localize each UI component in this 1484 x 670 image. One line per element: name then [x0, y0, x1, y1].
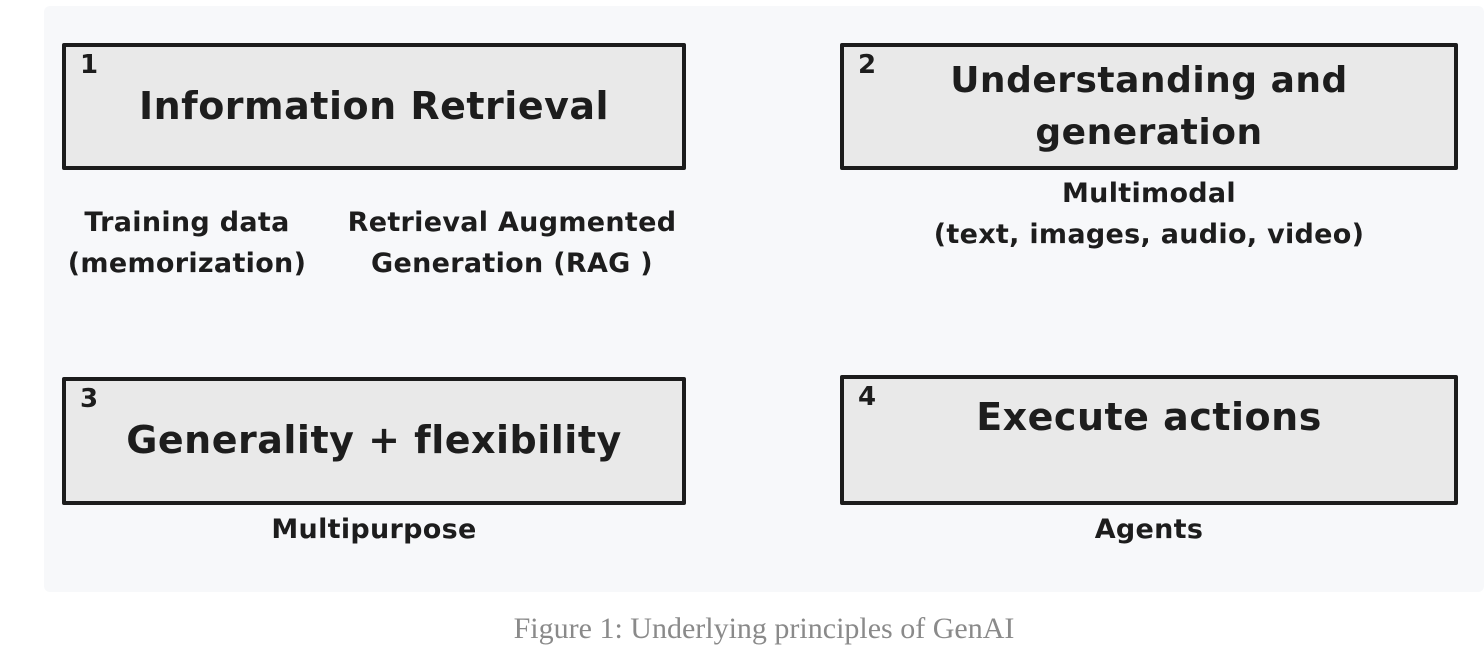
principle-box-execute-actions: 4 Execute actions: [840, 375, 1458, 505]
footnote-training-data: Training data (memorization): [62, 203, 312, 284]
footnote-agents: Agents: [840, 510, 1458, 551]
principle-box-understanding-generation: 2 Understanding and generation: [840, 43, 1458, 170]
principle-box-generality-flexibility: 3 Generality + flexibility: [62, 377, 686, 505]
principle-box-information-retrieval: 1 Information Retrieval: [62, 43, 686, 170]
footnote-line: Multimodal: [1062, 178, 1236, 209]
box-number: 2: [858, 50, 877, 80]
box-title: Generality + flexibility: [126, 418, 622, 463]
footnote-line: Multipurpose: [271, 514, 477, 545]
footnote-line: (memorization): [67, 247, 307, 279]
box-title: Understanding and generation: [950, 60, 1348, 153]
box-title: Information Retrieval: [138, 83, 610, 128]
footnote-line: Generation (RAG ): [371, 247, 653, 279]
box-number: 4: [858, 382, 877, 412]
footnote-line: Training data: [84, 207, 290, 238]
box-number: 3: [80, 384, 99, 414]
box-number: 1: [80, 50, 99, 80]
footnote-line: Retrieval Augmented: [347, 207, 677, 238]
box-title: Execute actions: [976, 395, 1322, 439]
footnote-multimodal: Multimodal (text, images, audio, video): [840, 174, 1458, 255]
footnote-line: Agents: [1094, 514, 1204, 545]
footnote-multipurpose: Multipurpose: [62, 510, 686, 551]
footnote-rag: Retrieval Augmented Generation (RAG ): [347, 203, 677, 284]
footnote-line: (text, images, audio, video): [933, 218, 1365, 250]
figure-caption: Figure 1: Underlying principles of GenAI: [513, 612, 1015, 645]
